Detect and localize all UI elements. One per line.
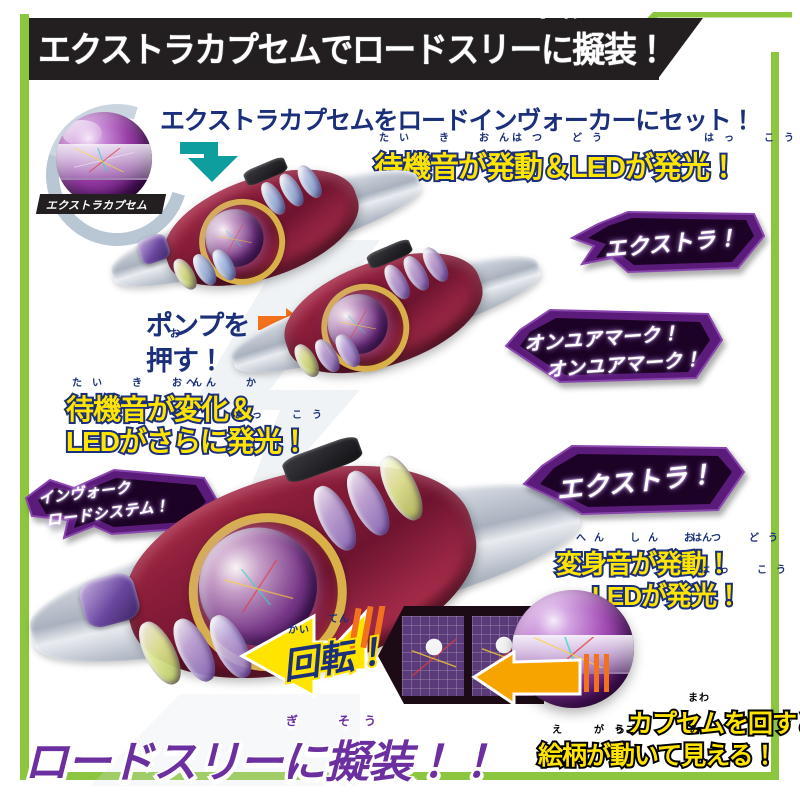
- step2-action-line1: ポンプを: [146, 311, 250, 341]
- step1-effect-ruby-1: たい き おん: [379, 133, 519, 144]
- detail-caption-line1: カプセムを回すと: [626, 708, 800, 740]
- title-banner: [29, 18, 703, 80]
- shout-burst-extra-1: エクストラ！: [568, 210, 768, 276]
- background-chevron-upper: [190, 240, 380, 540]
- detail-caption-line2: 絵柄が動いて見える！: [536, 740, 780, 772]
- step3-effect-line1: 変身音が発動！: [554, 547, 734, 581]
- step2-effect-line2: LEDがさらに発光！: [64, 424, 311, 459]
- frame-right-border: [771, 52, 779, 780]
- detail-caption-ruby-4: み: [690, 725, 701, 736]
- capsule-rotate-speed-lines-icon: [584, 654, 609, 692]
- detail-caption-ruby-3: うご: [614, 725, 636, 736]
- frame-bottom-border: [20, 772, 779, 780]
- rotate-ruby-2: てん: [328, 614, 350, 625]
- capsule-highlight: [62, 120, 102, 146]
- step2-effect-line1: 待機音が変化＆: [64, 392, 258, 427]
- step2-effect-ruby-2: へん か: [186, 378, 266, 389]
- shout-burst-on-your-mark: オンユアマーク！ オンユアマーク！: [500, 306, 730, 386]
- shout-burst-invoke-road-system: インヴォーク ロードシステム！: [16, 468, 222, 542]
- capsule-rotate-arrow-icon: [471, 650, 582, 706]
- shout-burst-extra-2: エクストラ！: [520, 440, 750, 520]
- page-title: エクストラカプセムでロードスリーに擬装！: [38, 31, 668, 70]
- step2-action-ruby: お: [170, 329, 181, 340]
- step2-action-line2: 押す！: [146, 346, 225, 376]
- footer-headline: ロードスリーに擬装！！ ぎ そう: [23, 714, 500, 790]
- title-ruby: ぎ そう: [538, 10, 582, 21]
- frame-left-border: [20, 14, 29, 780]
- capsule-artwork: [74, 148, 134, 172]
- detail-caption-ruby-2: え がら: [552, 725, 636, 736]
- step2-effect-ruby-3: はっ こう: [232, 410, 332, 421]
- step1-instruction: エクストラカプセムをロードインヴォーカーにセット！: [160, 107, 755, 135]
- step3-effect-ruby-3: はっ こう: [700, 565, 795, 576]
- footer-headline-ruby: ぎ そう: [286, 714, 391, 728]
- step1-effect-ruby-2: はつ どう: [512, 133, 612, 144]
- footer-headline-text: ロードスリーに擬装！！: [23, 737, 500, 789]
- step1-effect-text: 待機音が発動＆LEDが発光！: [372, 150, 740, 186]
- rotate-speed-lines-icon: [350, 606, 386, 651]
- step1-effect-ruby-3: はっ こう: [704, 133, 800, 144]
- detail-caption-ruby-1: まわ: [688, 693, 710, 704]
- step3-effect-ruby-1: へん しん おん: [576, 533, 720, 544]
- step3-effect-ruby-2: はつ どう: [692, 533, 787, 544]
- animation-frame-1: [402, 616, 464, 696]
- background-chevron-lower: [90, 694, 360, 786]
- rotate-arrow-icon: [238, 608, 368, 699]
- step2-effect-ruby-1: たい き おん: [72, 378, 212, 389]
- extra-capsem-product: [56, 112, 152, 206]
- rotate-ruby-1: かい: [288, 625, 310, 636]
- teal-arrow-icon: [180, 142, 238, 182]
